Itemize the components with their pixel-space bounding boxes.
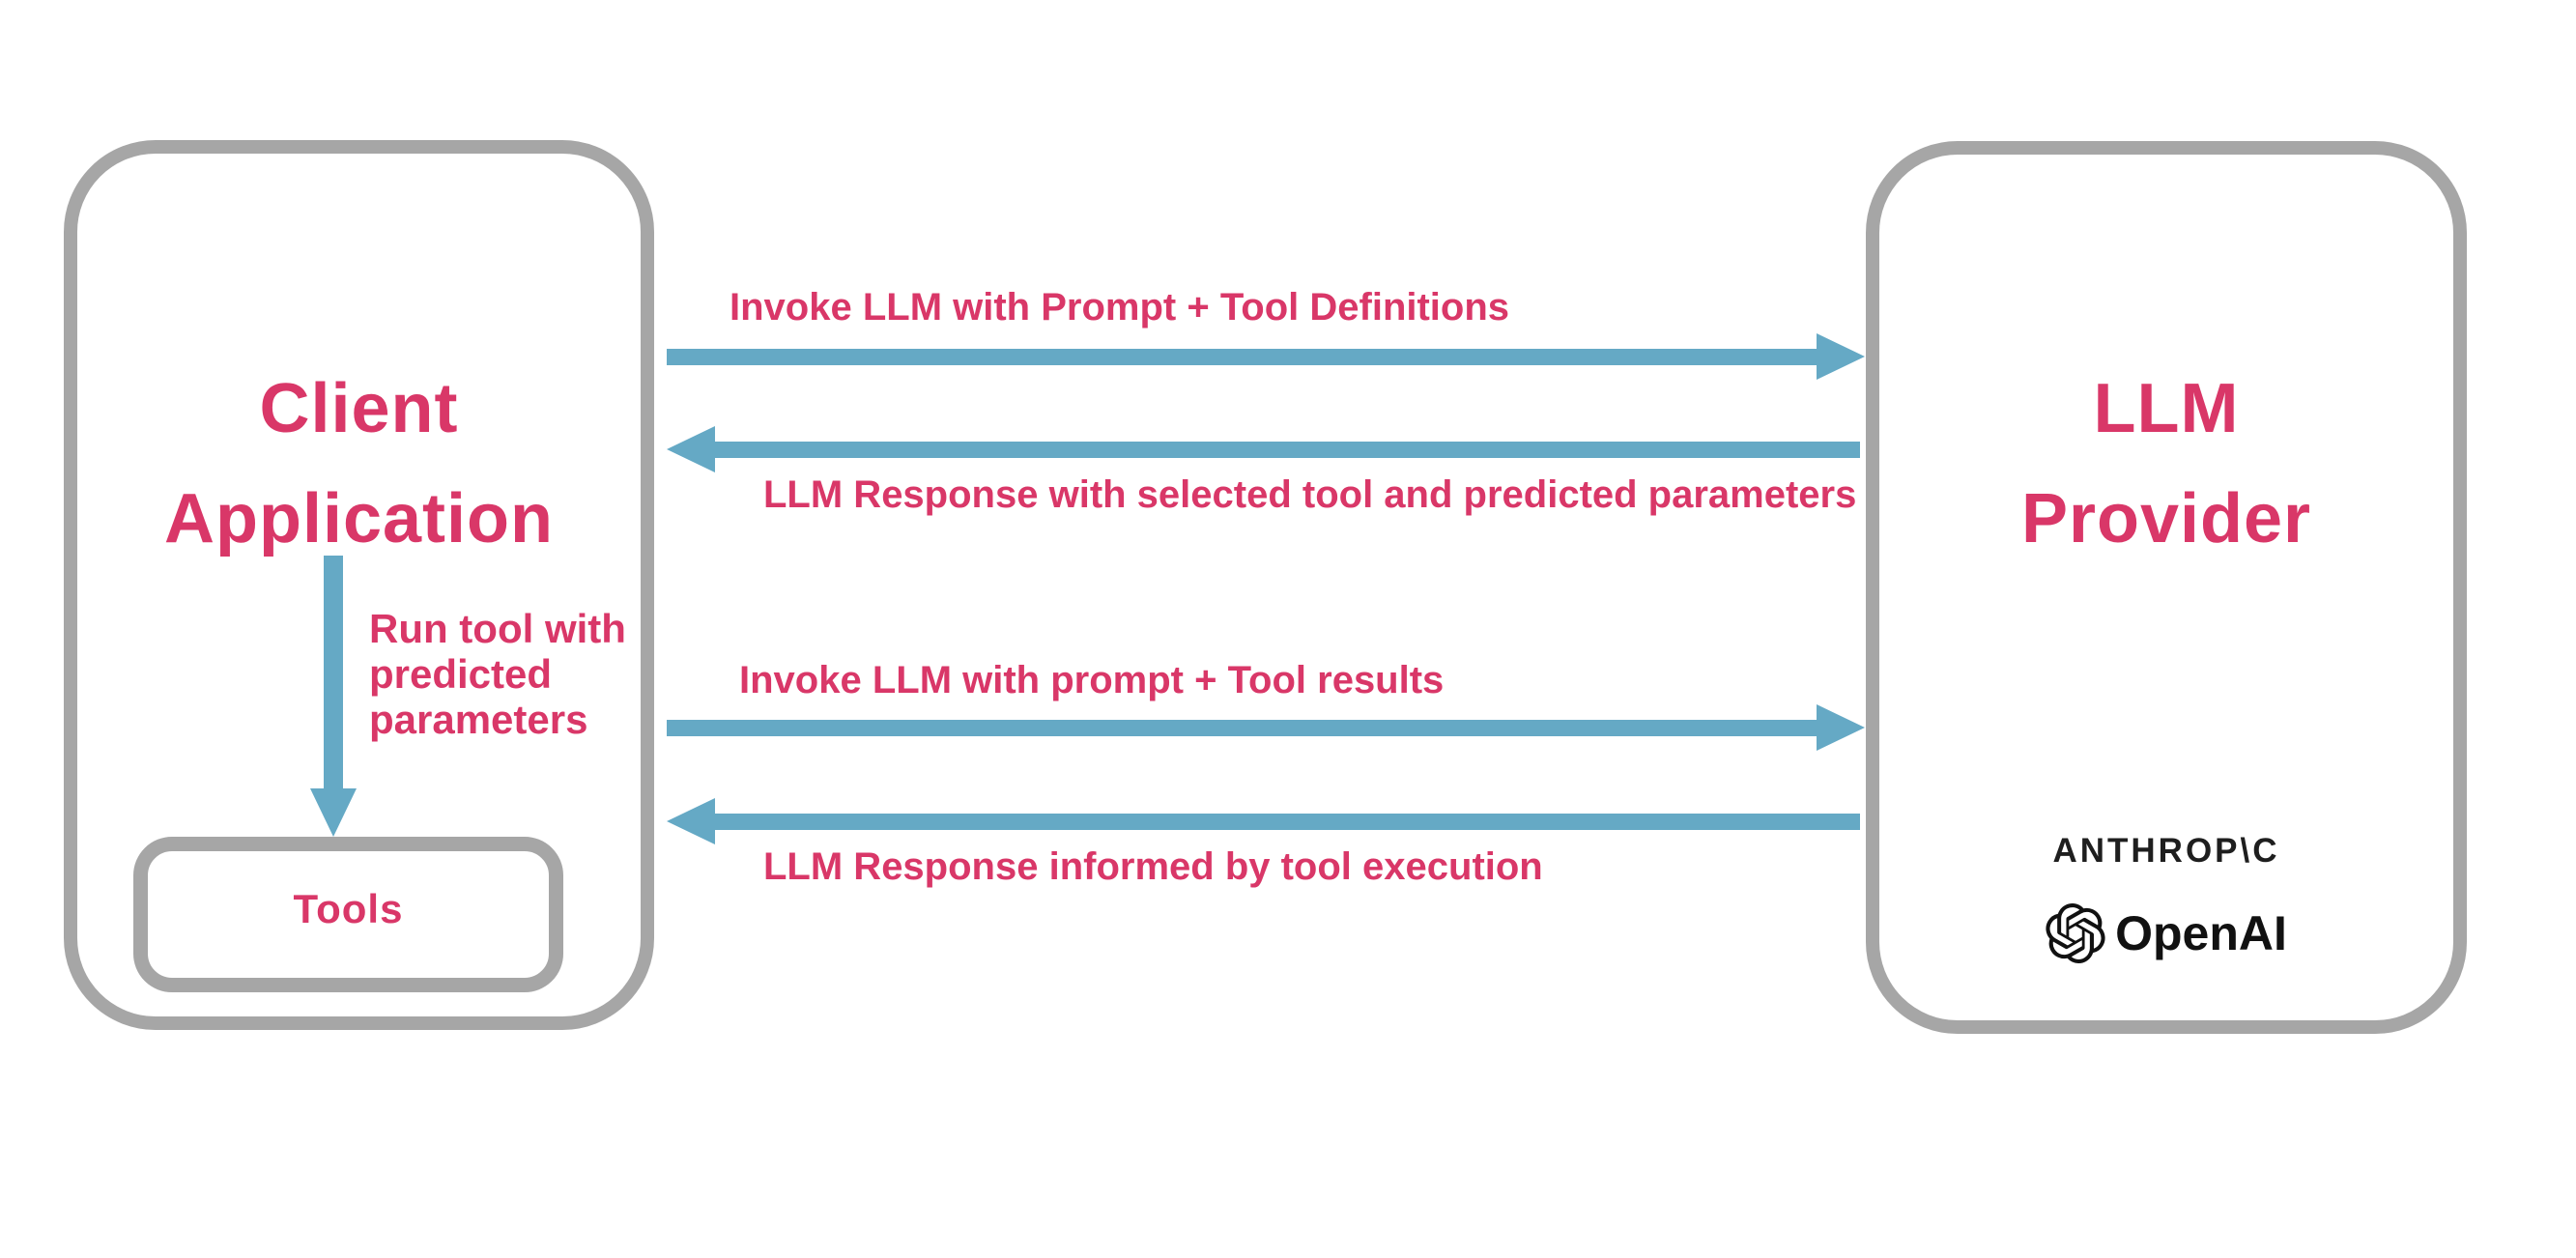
arrow-shaft (667, 720, 1818, 736)
run-tool-arrow-shaft (324, 556, 343, 789)
run-tool-down-arrow (310, 556, 357, 837)
arrow-shaft (713, 814, 1860, 830)
arrow-llm-response-selected-tool (667, 426, 1860, 472)
run-tool-label: Run tool with predicted parameters (369, 606, 626, 742)
openai-knot-icon (2046, 903, 2105, 963)
provider-title-line-1: LLM (2093, 370, 2240, 447)
run-tool-arrow-head (310, 788, 357, 837)
openai-wordmark: OpenAI (2115, 906, 2287, 960)
arrow-label-llm-response-informed: LLM Response informed by tool execution (763, 845, 1543, 888)
arrow-head-left (667, 798, 715, 844)
client-application-title: Client Application (64, 354, 654, 574)
run-tool-label-line-3: parameters (369, 697, 588, 742)
provider-title-line-2: Provider (2020, 480, 2312, 558)
tools-box: Tools (133, 837, 563, 992)
arrow-llm-response-informed (667, 798, 1860, 844)
arrow-invoke-llm-tool-results (667, 704, 1865, 751)
arrow-label-llm-response-selected-tool: LLM Response with selected tool and pred… (763, 473, 1857, 516)
arrow-head-right (1817, 333, 1865, 380)
client-title-line-2: Application (164, 480, 554, 558)
arrow-label-invoke-llm-tool-results: Invoke LLM with prompt + Tool results (739, 659, 1445, 701)
openai-logo: OpenAI (1866, 901, 2467, 965)
arrow-label-invoke-prompt-tool-definitions: Invoke LLM with Prompt + Tool Definition… (730, 286, 1510, 329)
client-title-line-1: Client (259, 370, 459, 447)
run-tool-label-line-2: predicted (369, 651, 553, 697)
anthropic-wordmark: ANTHROP\C (2052, 832, 2280, 870)
arrow-shaft (667, 349, 1818, 365)
run-tool-label-line-1: Run tool with (369, 606, 626, 651)
llm-provider-title: LLM Provider (1866, 354, 2467, 574)
tools-label: Tools (293, 885, 404, 931)
arrow-head-right (1817, 704, 1865, 751)
llm-provider-box (1866, 141, 2467, 1034)
arrow-shaft (713, 442, 1860, 458)
arrow-head-left (667, 426, 715, 472)
arrow-invoke-llm-prompt-tool-definitions (667, 333, 1865, 380)
